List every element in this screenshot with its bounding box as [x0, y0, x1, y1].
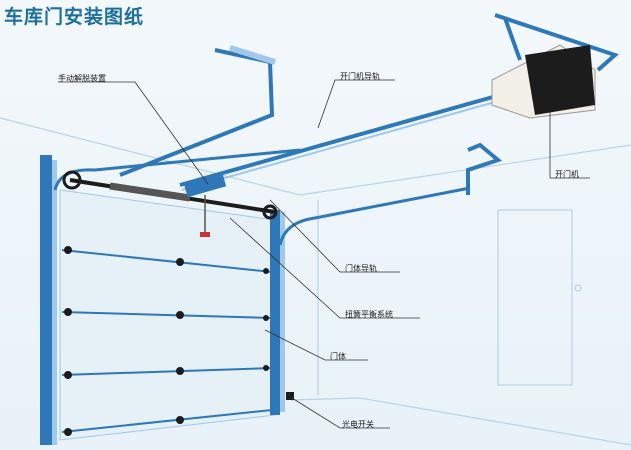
label-door-body: 门体	[330, 352, 346, 362]
door-panels	[60, 190, 275, 440]
opener-unit	[492, 45, 595, 118]
label-opener: 开门机	[555, 170, 579, 180]
label-opener-rail: 开门机导轨	[340, 72, 380, 82]
label-spring-system: 扭簧平衡系统	[345, 310, 393, 320]
torsion-spring	[110, 186, 190, 198]
right-hanger	[468, 145, 498, 195]
left-vertical-track	[40, 155, 52, 445]
right-curved-track	[280, 188, 470, 245]
leader-photo-switch	[292, 398, 390, 428]
label-photo-switch: 光电开关	[342, 420, 374, 430]
leader-opener-rail	[318, 80, 395, 128]
leader-opener	[550, 112, 590, 178]
leader-door-track	[270, 200, 400, 272]
side-door-frame	[498, 210, 572, 385]
right-vertical-track	[270, 210, 280, 415]
opener-rail-shape	[180, 95, 502, 197]
release-handle	[200, 232, 210, 237]
label-door-track: 门体导轨	[345, 264, 377, 274]
opener-cover	[525, 45, 595, 115]
ceiling-hangers	[120, 48, 498, 195]
side-door-knob	[575, 285, 581, 291]
label-manual-release: 手动解脱装置	[58, 74, 106, 84]
